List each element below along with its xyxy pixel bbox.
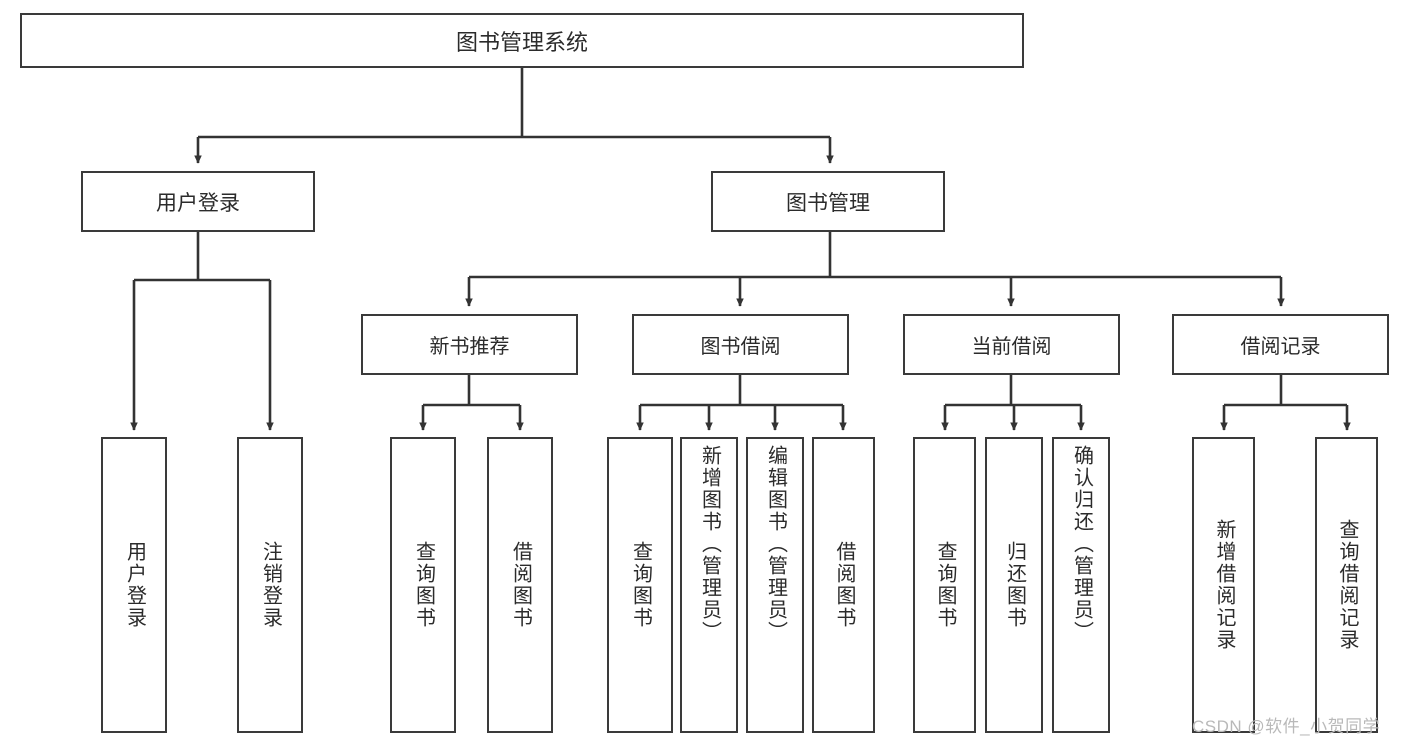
node-label: 查询图书: [412, 541, 435, 629]
leaf-user-logout[interactable]: 注销登录: [237, 437, 303, 733]
node-new-book-recommendation[interactable]: 新书推荐: [361, 314, 578, 375]
leaf-return-book[interactable]: 归还图书: [985, 437, 1043, 733]
leaf-confirm-return-admin[interactable]: 确认归还（管理员）: [1052, 437, 1110, 733]
leaf-add-book-admin[interactable]: 新增图书（管理员）: [680, 437, 738, 733]
leaf-query-borrowing-record[interactable]: 查询借阅记录: [1315, 437, 1378, 733]
node-label: 借阅图书: [509, 541, 532, 629]
leaf-user-login[interactable]: 用户登录: [101, 437, 167, 733]
node-label: 新增图书（管理员）: [698, 445, 721, 643]
node-label: 借阅图书: [833, 541, 855, 629]
node-label: 新书推荐: [429, 336, 510, 358]
leaf-query-book-current[interactable]: 查询图书: [913, 437, 976, 733]
leaf-borrow-book-recommendation[interactable]: 借阅图书: [487, 437, 553, 733]
leaf-edit-book-admin[interactable]: 编辑图书（管理员）: [746, 437, 804, 733]
node-label: 当前借阅: [971, 336, 1052, 358]
node-label: 归还图书: [1003, 541, 1026, 629]
leaf-add-borrowing-record[interactable]: 新增借阅记录: [1192, 437, 1255, 733]
node-label: 查询借阅记录: [1336, 519, 1358, 651]
node-label: 用户登录: [123, 541, 146, 629]
node-book-management[interactable]: 图书管理: [711, 171, 945, 232]
node-label: 编辑图书（管理员）: [764, 445, 787, 643]
node-borrowing-records[interactable]: 借阅记录: [1172, 314, 1389, 375]
csdn-watermark: CSDN @软件_小贺同学: [1192, 717, 1381, 736]
node-label: 图书管理系统: [455, 29, 588, 55]
node-label: 图书借阅: [700, 336, 781, 358]
node-label: 确认归还（管理员）: [1070, 445, 1093, 643]
node-current-borrowing[interactable]: 当前借阅: [903, 314, 1120, 375]
node-label: 查询图书: [934, 541, 956, 629]
node-label: 新增借阅记录: [1213, 519, 1235, 651]
node-book-borrowing[interactable]: 图书借阅: [632, 314, 849, 375]
node-book-management-system[interactable]: 图书管理系统: [20, 13, 1024, 68]
node-user-login[interactable]: 用户登录: [81, 171, 315, 232]
node-label: 借阅记录: [1240, 336, 1321, 358]
node-label: 用户登录: [156, 191, 240, 215]
leaf-query-book-borrowing[interactable]: 查询图书: [607, 437, 673, 733]
leaf-query-book-recommendation[interactable]: 查询图书: [390, 437, 456, 733]
leaf-borrow-book-borrowing[interactable]: 借阅图书: [812, 437, 875, 733]
node-label: 注销登录: [259, 541, 282, 629]
node-label: 图书管理: [786, 191, 870, 215]
node-label: 查询图书: [629, 541, 652, 629]
